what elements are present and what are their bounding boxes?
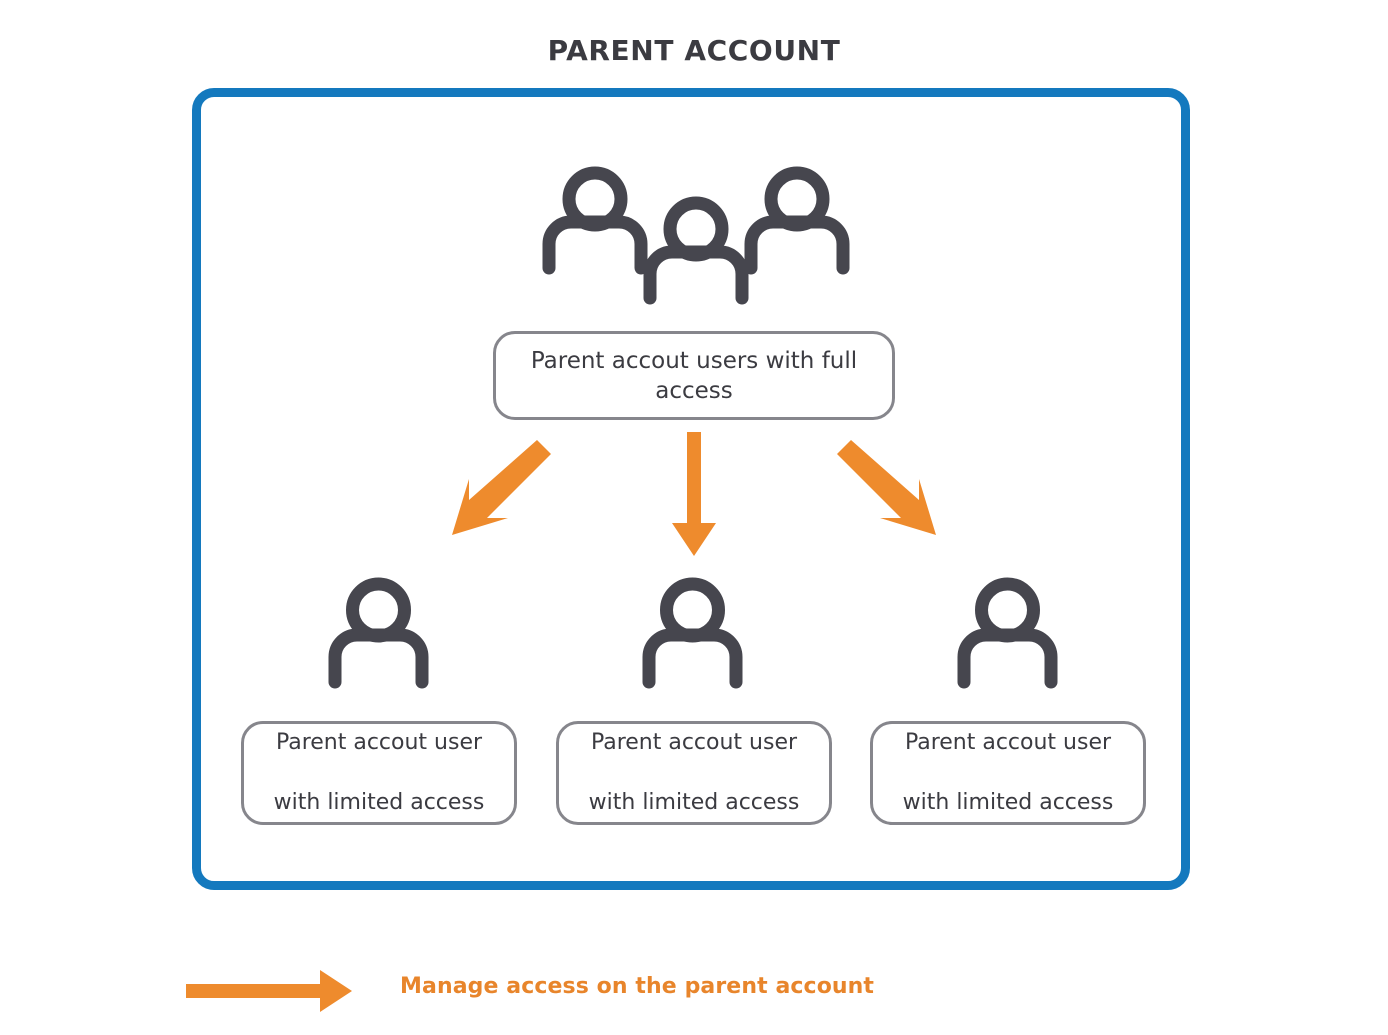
group-of-three-people-icon xyxy=(531,158,861,318)
full-access-label-box: Parent accout users with full access xyxy=(493,331,895,420)
full-access-label-text: Parent accout users with full access xyxy=(530,347,858,404)
limited-access-label-text-2: Parent accout user with limited access xyxy=(569,728,820,818)
person-icon-child-3 xyxy=(956,577,1059,690)
legend-label: Manage access on the parent account xyxy=(400,974,875,999)
limited-access-line-2: with limited access xyxy=(273,790,485,815)
limited-access-label-box-3: Parent accout user with limited access xyxy=(870,721,1146,825)
limited-access-label-text-1: Parent accout user with limited access xyxy=(254,728,505,818)
right-arrow-icon xyxy=(186,970,352,1012)
legend: Manage access on the parent account xyxy=(186,962,886,1018)
limited-access-label-text-3: Parent accout user with limited access xyxy=(883,728,1134,818)
limited-access-line-2: with limited access xyxy=(902,790,1114,815)
limited-access-label-box-2: Parent accout user with limited access xyxy=(556,721,832,825)
limited-access-line-1: Parent accout user xyxy=(275,730,483,755)
limited-access-line-2: with limited access xyxy=(588,790,800,815)
limited-access-line-1: Parent accout user xyxy=(904,730,1112,755)
person-icon-child-2 xyxy=(641,577,744,690)
limited-access-label-box-1: Parent accout user with limited access xyxy=(241,721,517,825)
limited-access-line-1: Parent accout user xyxy=(590,730,798,755)
page-title: PARENT ACCOUNT xyxy=(547,34,841,67)
person-icon-child-1 xyxy=(327,577,430,690)
